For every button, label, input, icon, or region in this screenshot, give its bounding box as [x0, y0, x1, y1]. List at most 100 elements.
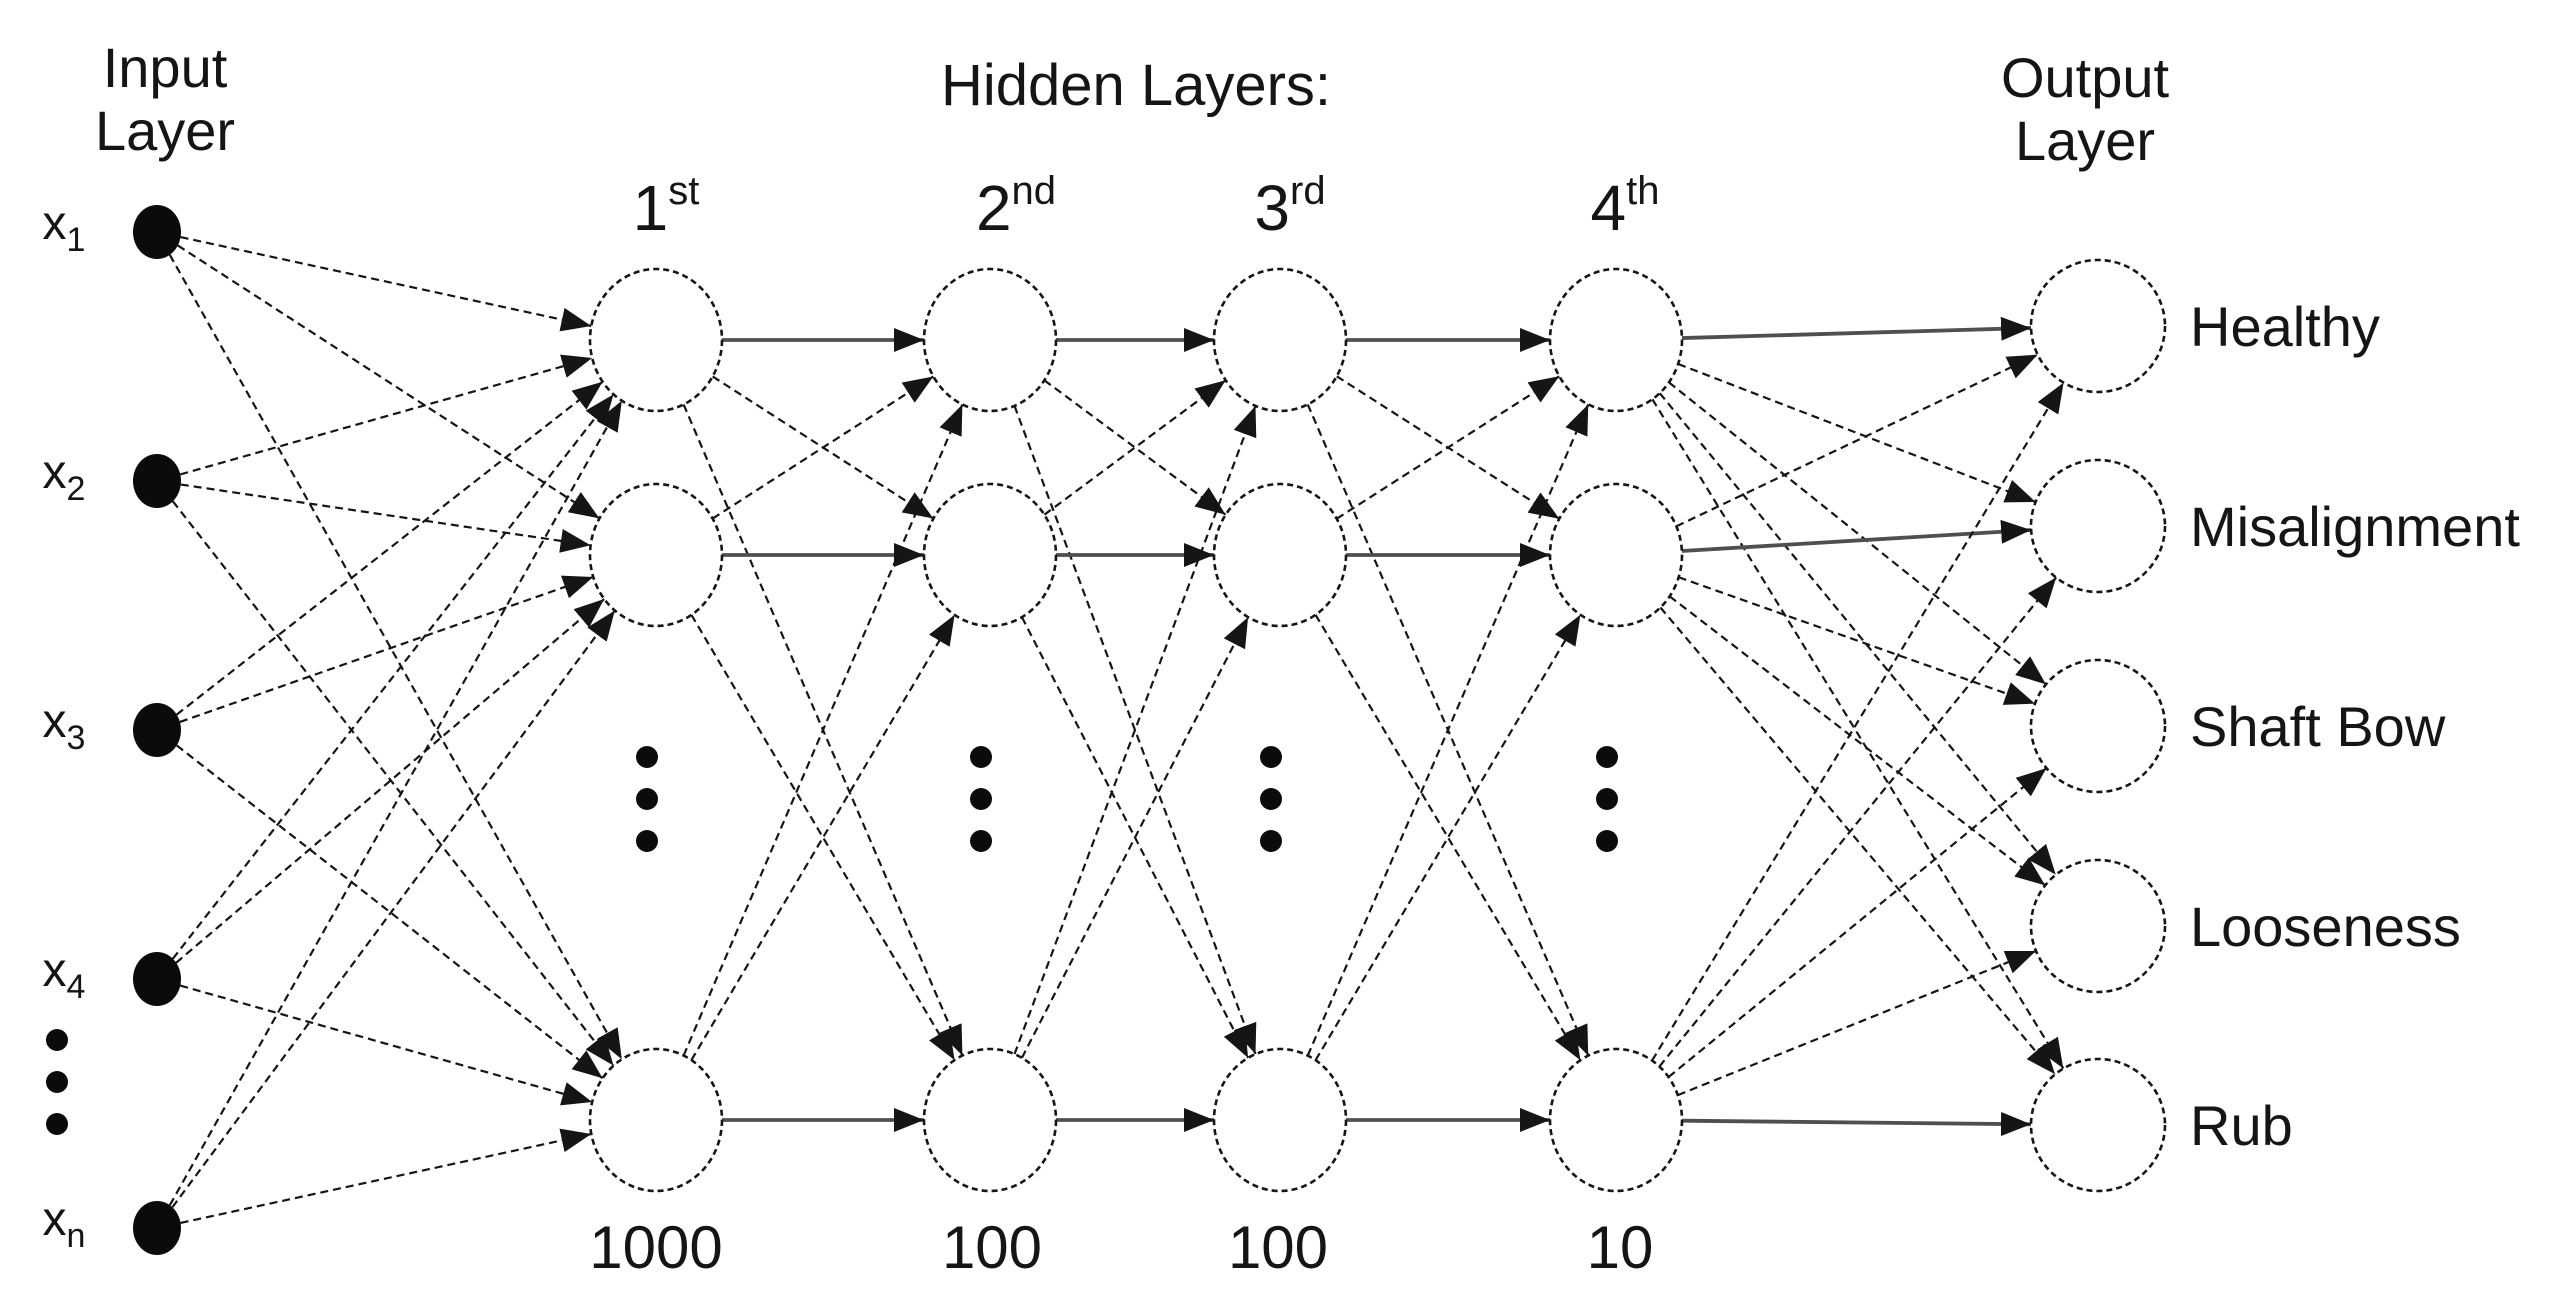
hidden-node	[922, 482, 1058, 628]
hidden-ellipsis-dot	[1596, 830, 1618, 852]
connection-line	[175, 598, 605, 964]
output-layer-title-line1: Output	[2001, 46, 2170, 109]
input-ellipsis-dot	[46, 1071, 68, 1093]
hidden-column-2-size: 100	[942, 1214, 1042, 1281]
input-ellipsis-dot	[46, 1029, 68, 1051]
hidden-ellipsis-dot	[970, 830, 992, 852]
output-node	[2029, 258, 2167, 394]
hidden-column-3-size: 100	[1228, 1214, 1328, 1281]
input-layer-title-line2: Layer	[95, 99, 235, 162]
connection-line	[1336, 375, 1560, 520]
hidden-node	[1212, 1047, 1348, 1193]
hidden-column-4-header: 4th	[1591, 169, 1660, 244]
connection-line	[1677, 949, 2037, 1097]
connection-line	[1651, 382, 2065, 1062]
hidden-column-1-header: 1st	[633, 169, 700, 244]
input-label-x3: x3	[43, 695, 86, 757]
hidden-ellipsis-dot	[1596, 746, 1618, 768]
connection-line	[180, 236, 592, 332]
connection-line	[1677, 362, 2037, 503]
connection-line	[180, 483, 591, 553]
output-node	[2029, 1057, 2167, 1193]
labels: Input Layer Hidden Layers: 1st 2nd 3rd 4…	[43, 36, 2521, 1281]
connection-line	[179, 575, 594, 724]
input-node	[133, 952, 181, 1006]
hidden-ellipsis-dot	[1260, 830, 1282, 852]
connection-line	[1013, 405, 1257, 1055]
hidden-node	[1212, 482, 1348, 628]
hidden-layers-title: Hidden Layers:	[941, 53, 1331, 118]
input-node	[133, 1201, 181, 1255]
connection-line	[1681, 316, 2032, 341]
hidden-column-2-header: 2nd	[976, 169, 1056, 244]
hidden-column-3-header: 3rd	[1254, 169, 1325, 244]
input-node	[133, 703, 181, 757]
connection-line	[690, 614, 956, 1061]
hidden-column-4-size: 10	[1587, 1214, 1654, 1281]
hidden-ellipsis-dot	[970, 788, 992, 810]
connection-line	[180, 1128, 592, 1224]
connection-line	[1675, 353, 2039, 528]
input-node	[133, 454, 181, 508]
hidden-ellipsis-dot	[1260, 788, 1282, 810]
connection-line	[1020, 616, 1250, 1059]
hidden-node	[1548, 1047, 1684, 1193]
connection-line	[168, 400, 623, 1206]
connection-lines	[168, 236, 2065, 1224]
hidden-ellipsis-dot	[636, 830, 658, 852]
hidden-node	[922, 1047, 1058, 1193]
connection-line	[1678, 576, 2036, 705]
connection-line	[1043, 379, 1227, 516]
connection-line	[177, 244, 601, 520]
hidden-ellipsis-dot	[636, 746, 658, 768]
input-label-x4: x4	[43, 944, 86, 1006]
hidden-node	[1212, 267, 1348, 413]
connection-line	[171, 500, 615, 1067]
connection-line	[690, 614, 956, 1061]
hidden-ellipsis-dot	[1260, 746, 1282, 768]
output-layer-title-line2: Layer	[2015, 109, 2155, 172]
connection-line	[171, 393, 615, 960]
input-label-xn: xn	[43, 1193, 86, 1255]
input-layer-title-line1: Input	[103, 36, 228, 99]
output-node	[2029, 458, 2167, 594]
connection-line	[1314, 614, 1582, 1061]
connection-line	[179, 354, 593, 476]
output-label-looseness: Looseness	[2190, 895, 2461, 958]
output-label-healthy: Healthy	[2190, 295, 2380, 358]
connection-line	[1651, 398, 2065, 1070]
connection-line	[1314, 614, 1582, 1061]
connection-line	[1669, 595, 2046, 887]
output-label-rub: Rub	[2190, 1094, 2293, 1157]
connection-line	[179, 984, 593, 1106]
input-label-x1: x1	[43, 197, 86, 259]
hidden-ellipsis-dot	[636, 788, 658, 810]
hidden-node	[1548, 267, 1684, 413]
connection-line	[1043, 379, 1227, 516]
input-label-x2: x2	[43, 446, 86, 508]
connection-line	[1658, 576, 2058, 1068]
hidden-ellipsis-dot	[1596, 788, 1618, 810]
connection-line	[712, 375, 934, 520]
hidden-node	[922, 267, 1058, 413]
connection-line	[1658, 392, 2057, 876]
hidden-node	[588, 482, 724, 628]
input-node	[133, 205, 181, 259]
hidden-node	[588, 267, 724, 413]
connection-line	[176, 744, 604, 1080]
output-node	[2029, 658, 2167, 794]
hidden-ellipsis-dot	[970, 746, 992, 768]
connection-line	[171, 609, 616, 1208]
output-node	[2029, 858, 2167, 994]
hidden-node	[588, 1047, 724, 1193]
connection-line	[168, 254, 623, 1060]
input-ellipsis-dot	[46, 1113, 68, 1135]
connection-line	[1668, 381, 2047, 686]
connection-line	[1659, 606, 2056, 1075]
network-nodes	[46, 205, 2167, 1255]
connection-line	[176, 380, 604, 716]
hidden-column-1-size: 1000	[589, 1214, 722, 1281]
connection-line	[1667, 767, 2048, 1078]
